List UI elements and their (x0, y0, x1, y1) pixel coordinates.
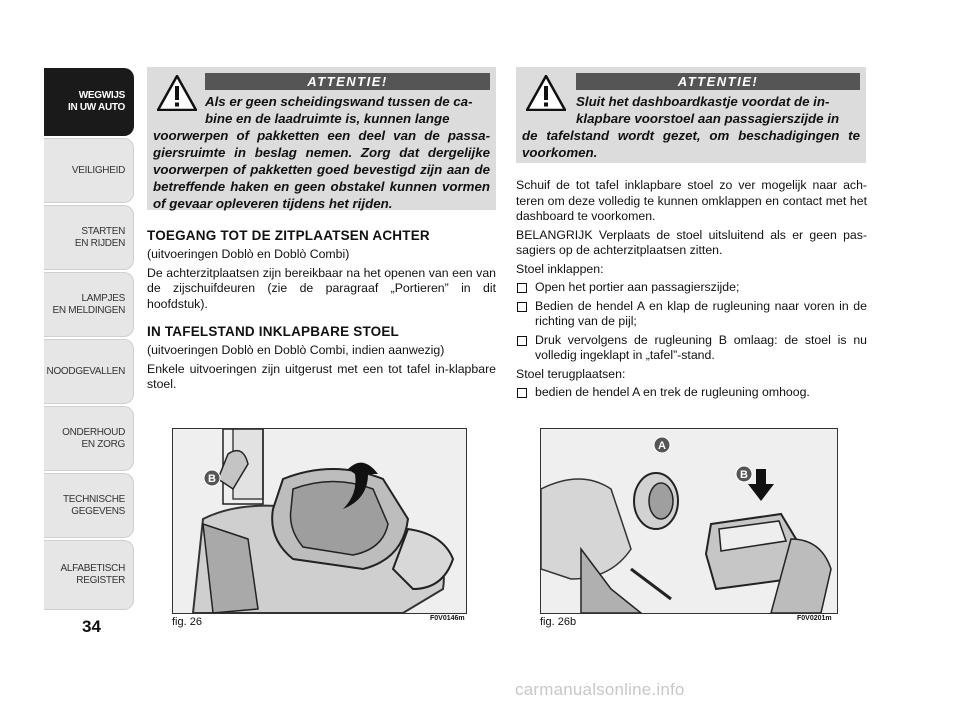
warning-triangle-icon (526, 75, 566, 111)
warning-text-rest: voorwerpen of pakketten een deel van de … (153, 128, 490, 211)
callout-a-marker: A (653, 436, 671, 454)
bullet-box-icon (517, 283, 527, 293)
return-steps-list: bedien de hendel A en trek de rugleuning… (516, 385, 867, 401)
tab-label: NOODGEVALLEN (46, 365, 126, 377)
tab-veiligheid[interactable]: VEILIGHEID (44, 138, 134, 203)
figure-26-image: B (172, 428, 467, 614)
warning-text-first: Als er geen scheidingswand tussen de ca-… (205, 94, 473, 126)
tab-noodgevallen[interactable]: NOODGEVALLEN (44, 339, 134, 404)
section-subheading: (uitvoeringen Doblò en Doblò Combi) (147, 247, 350, 261)
tab-onderhoud[interactable]: ONDERHOUD EN ZORG (44, 406, 134, 471)
warning-text-first: Sluit het dashboardkastje voordat de in-… (576, 94, 840, 126)
list-item: Open het portier aan passagierszijde; (516, 280, 867, 296)
svg-text:A: A (658, 440, 666, 452)
figure-code: F0V0146m (430, 615, 465, 622)
right-column: Schuif de tot tafel inklapbare stoel zo … (516, 178, 867, 404)
tab-label: LAMPJES EN MELDINGEN (52, 292, 125, 316)
section-paragraph: Enkele uitvoeringen zijn uitgerust met e… (147, 361, 496, 392)
tab-label: WEGWIJS IN UW AUTO (68, 90, 125, 113)
return-title: Stoel terugplaatsen: (516, 366, 626, 381)
figure-code: F0V0201m (797, 615, 832, 622)
warning-title: ATTENTIE! (205, 73, 490, 90)
left-column: TOEGANG TOT DE ZITPLAATSEN ACHTER (uitvo… (147, 228, 496, 396)
list-item: bedien de hendel A en trek de rugleuning… (516, 385, 867, 401)
tab-wegwijs[interactable]: WEGWIJS IN UW AUTO (44, 68, 134, 136)
list-item: Bedien de hendel A en klap de rugleuning… (516, 299, 867, 330)
figure-label: fig. 26 (172, 616, 202, 628)
section-heading: TOEGANG TOT DE ZITPLAATSEN ACHTER (147, 228, 430, 243)
tab-label: TECHNISCHE GEGEVENS (62, 493, 125, 517)
callout-b-marker: B (735, 465, 753, 483)
bullet-box-icon (517, 335, 527, 346)
figure-label: fig. 26b (540, 616, 577, 628)
watermark: carmanualsonline.info (515, 680, 685, 699)
warning-box-left: ATTENTIE! Als er geen scheidingswand tus… (147, 67, 496, 211)
section-subheading: (uitvoeringen Doblò en Doblò Combi, indi… (147, 343, 445, 357)
section-paragraph: De achterzitplaatsen zijn bereikbaar na … (147, 265, 496, 311)
tab-technische[interactable]: TECHNISCHE GEGEVENS (44, 473, 134, 538)
seat-illustration (173, 429, 466, 613)
callout-b-marker: B (203, 469, 221, 487)
important-paragraph: BELANGRIJK Verplaats de stoel uitsluiten… (516, 227, 867, 258)
bullet-box-icon (517, 301, 527, 312)
tab-label: ONDERHOUD EN ZORG (62, 426, 125, 450)
warning-title: ATTENTIE! (576, 73, 860, 90)
tab-starten[interactable]: STARTEN EN RIJDEN (44, 205, 134, 270)
svg-text:B: B (208, 473, 216, 485)
fold-title: Stoel inklappen: (516, 261, 604, 276)
tab-alfabetisch[interactable]: ALFABETISCH REGISTER (44, 540, 134, 610)
page-number: 34 (82, 617, 101, 636)
svg-text:B: B (740, 469, 748, 481)
warning-triangle-icon (157, 75, 197, 111)
figure-26b-image: A B (540, 428, 838, 614)
tab-label: STARTEN EN RIJDEN (74, 225, 125, 249)
tab-label: ALFABETISCH REGISTER (60, 563, 126, 586)
section-heading: IN TAFELSTAND INKLAPBARE STOEL (147, 324, 399, 339)
tab-lampjes[interactable]: LAMPJES EN MELDINGEN (44, 272, 134, 337)
warning-text-rest: de tafelstand wordt gezet, om beschadigi… (522, 128, 860, 160)
seat-illustration (541, 429, 837, 613)
fold-steps-list: Open het portier aan passagierszijde; Be… (516, 280, 867, 364)
tab-label: VEILIGHEID (71, 164, 125, 176)
bullet-box-icon (517, 388, 527, 398)
intro-paragraph: Schuif de tot tafel inklapbare stoel zo … (516, 178, 867, 223)
list-item: Druk vervolgens de rugleuning B omlaag: … (516, 333, 867, 364)
warning-box-right: ATTENTIE! Sluit het dashboardkastje voor… (516, 67, 866, 163)
chapter-sidebar: WEGWIJS IN UW AUTO VEILIGHEID STARTEN EN… (44, 68, 136, 613)
